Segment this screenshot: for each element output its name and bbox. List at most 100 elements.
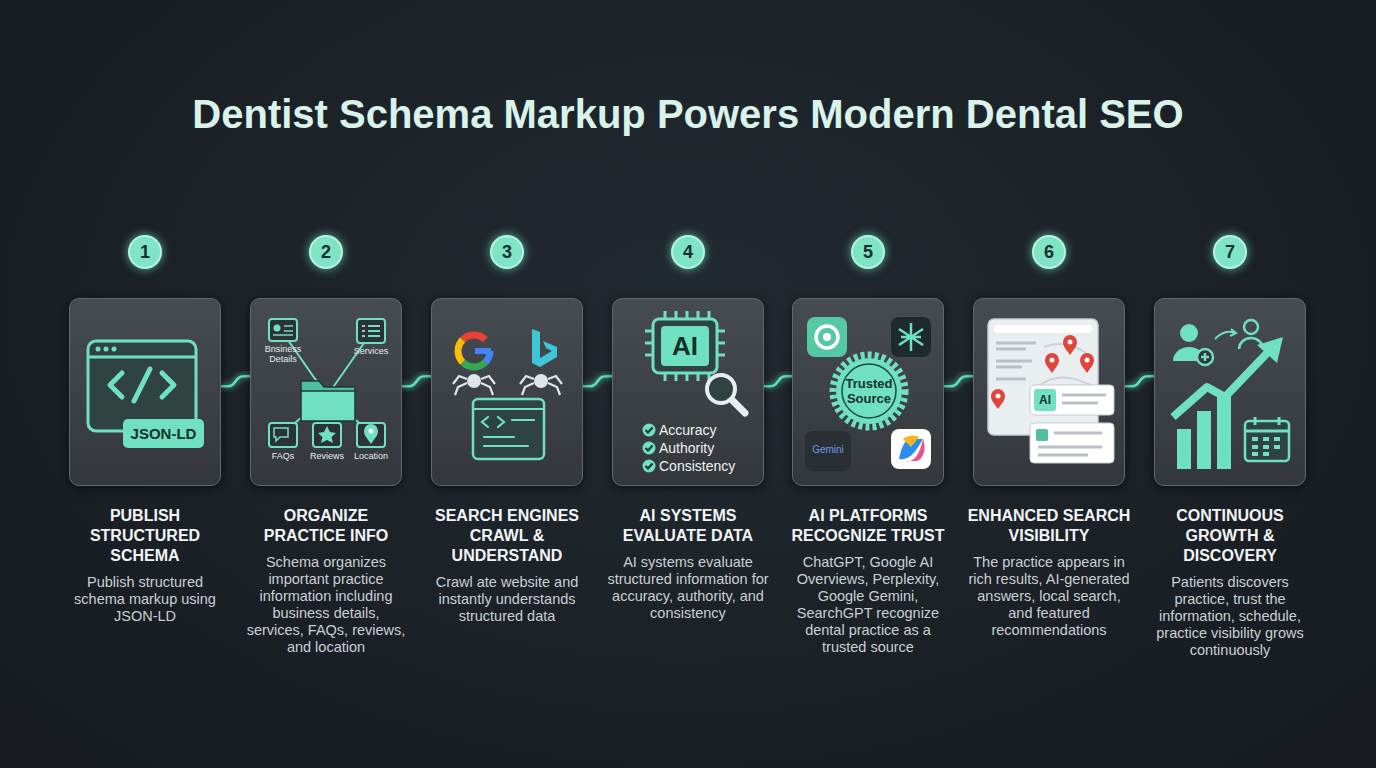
icon-shape [1045, 353, 1059, 373]
icon-shape [269, 423, 297, 447]
icon-shape [1034, 389, 1056, 411]
step-heading: ORGANIZE PRACTICE INFO [238, 506, 414, 546]
glow-connector [221, 376, 250, 386]
glow-connector [1229, 269, 1232, 298]
icon-shape [1252, 439, 1280, 454]
icon-shape [357, 423, 385, 447]
card-illustration [70, 299, 222, 487]
icon-shape [273, 326, 293, 335]
icon-shape [996, 343, 1036, 379]
icon-shape [645, 311, 725, 381]
icon-shape [903, 436, 919, 447]
step-card: JSON-LDPUBLISH STRUCTURED SCHEMAPublish … [57, 298, 233, 625]
icon-shape [369, 429, 374, 434]
icon-shape [362, 326, 380, 336]
icon-shape [1050, 358, 1055, 363]
glow-connector [144, 269, 147, 298]
glow-connector [325, 269, 328, 298]
step-heading: ENHANCED SEARCH VISIBILITY [961, 506, 1137, 546]
icon-shape [653, 319, 717, 373]
icon-label: AI [661, 326, 709, 366]
icon-shape [891, 429, 931, 469]
step-number-circle: 7 [1213, 235, 1247, 269]
glow-connector [1125, 376, 1154, 386]
icon-shape [1257, 337, 1283, 363]
icon-shape [823, 333, 831, 341]
icon-shape [301, 381, 355, 421]
icon-label: Consistency [659, 458, 759, 474]
step-heading: SEARCH ENGINES CRAWL & UNDERSTAND [419, 506, 595, 566]
icon-shape [1197, 411, 1211, 469]
icon-shape [475, 348, 491, 354]
icon-shape [1085, 358, 1090, 363]
icon-label: Accuracy [659, 422, 759, 438]
icon-label: Authority [659, 440, 759, 456]
icon-shape [534, 374, 548, 388]
icon-label: AI [1034, 389, 1056, 411]
icon-shape [1063, 335, 1077, 355]
card-face [431, 298, 583, 486]
card-face: Trusted SourceGemini [792, 298, 944, 486]
step-card: Trusted SourceGeminiAI PLATFORMS RECOGNI… [780, 298, 956, 656]
icon-label: Location [347, 451, 395, 461]
icon-label: Reviews [303, 451, 351, 461]
glow-connector [343, 251, 490, 254]
step-description: ChatGPT, Google AI Overviews, Perplexity… [780, 554, 956, 656]
icon-shape [1244, 320, 1258, 334]
glow-connector [687, 269, 690, 298]
icon-shape [1062, 395, 1106, 403]
icon-shape [661, 326, 709, 366]
icon-shape [274, 325, 281, 332]
card-face: AI [973, 298, 1125, 486]
icon-shape [807, 317, 847, 357]
glow-connector [402, 376, 431, 386]
step-number: 2 [321, 243, 331, 261]
step-description: Patients discovers practice, trust the i… [1142, 574, 1318, 659]
step-card: SEARCH ENGINES CRAWL & UNDERSTANDCrawl a… [419, 298, 595, 625]
icon-shape [110, 369, 174, 401]
card-illustration [1155, 299, 1307, 487]
glow-connector [583, 376, 612, 386]
card-illustration [432, 299, 584, 487]
icon-shape [274, 428, 288, 441]
icon-shape [88, 356, 196, 359]
glow-connector [524, 251, 671, 254]
icon-shape [1180, 324, 1198, 342]
icon-shape [805, 431, 851, 471]
icon-shape [301, 391, 355, 421]
icon-shape [891, 317, 931, 357]
icon-label: Gemini [805, 444, 851, 456]
glow-connector [705, 251, 851, 254]
icon-shape [1201, 353, 1209, 361]
step-card: Bnsiness DetailsServicesFAQsReviewsLocat… [238, 298, 414, 656]
diagram-title: Dentist Schema Markup Powers Modern Dent… [0, 92, 1376, 137]
step-number-circle: 3 [490, 235, 524, 269]
icon-shape [994, 325, 1092, 333]
icon-shape [1068, 340, 1073, 345]
step-number: 6 [1044, 243, 1054, 261]
card-face: JSON-LD [69, 298, 221, 486]
icon-shape [833, 355, 905, 427]
glow-connector [506, 269, 509, 298]
step-number: 5 [863, 243, 873, 261]
step-description: AI systems evaluate structured informati… [600, 554, 776, 622]
icon-shape [1197, 349, 1213, 365]
card-face [1154, 298, 1306, 486]
icon-shape [313, 423, 341, 447]
icon-shape [453, 376, 562, 395]
step-heading: AI SYSTEMS EVALUATE DATA [600, 506, 776, 546]
icon-shape [1177, 429, 1191, 469]
icon-shape [1239, 338, 1263, 349]
step-number: 3 [502, 243, 512, 261]
icon-shape [96, 347, 101, 352]
step-number: 1 [140, 243, 150, 261]
step-heading: PUBLISH STRUCTURED SCHEMA [57, 506, 233, 566]
icon-shape [707, 375, 735, 403]
icon-label: Bnsiness Details [253, 344, 313, 364]
glow-connector [1048, 269, 1051, 298]
step-number-circle: 1 [128, 235, 162, 269]
glow-connector [764, 376, 792, 386]
glow-connector [885, 251, 1032, 254]
icon-shape [463, 335, 486, 340]
